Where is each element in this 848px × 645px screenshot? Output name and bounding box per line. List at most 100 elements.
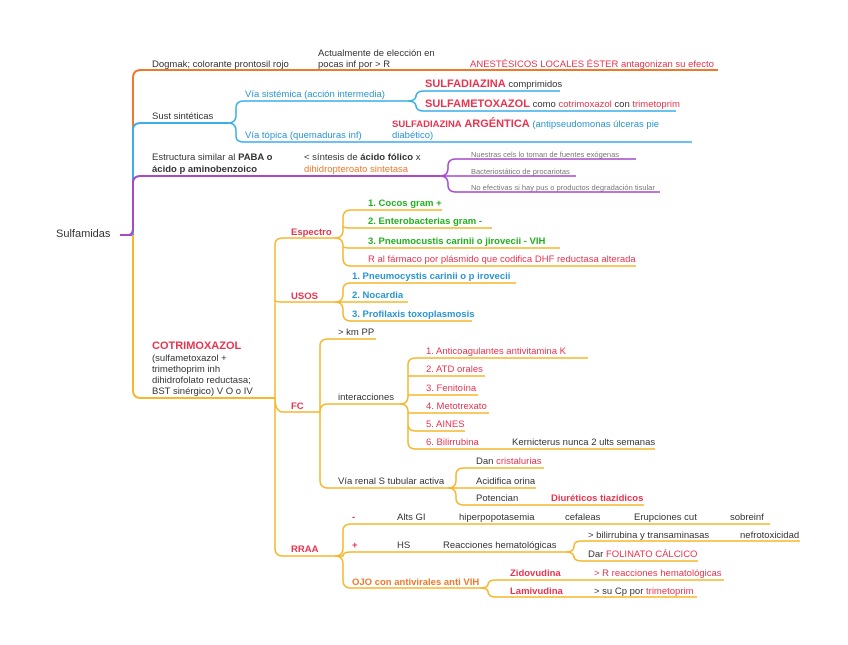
rraa-reacciones-hemat: Reacciones hematológicas [443,540,557,551]
renal-i3-line [447,487,644,506]
argentica-name1: SULFADIAZINA [392,119,462,130]
rraa-folinato: Dar FOLINATO CÁLCICO [588,549,697,560]
nota1-line [439,158,636,177]
interaccion-3: 3. Fenitoína [426,383,477,394]
sintesis-acido-folico: ácido fólico [360,152,414,163]
rraa-folinato-calcico: FOLINATO CÁLCICO [605,549,698,560]
rraa-nefrotoxicidad: nefrotoxicidad [740,530,800,541]
argentica-desc1: (antipseudomonas úlceras pie [532,119,660,130]
renal-diureticos: Diuréticos tiazídicos [551,493,644,504]
estructura-text: Estructura similar al [152,152,236,163]
sulfadiazina-comprimidos: comprimidos [508,79,563,90]
rraa-plus-line [335,551,566,557]
usos-item-1: 1. Pneumocystis carinii o p irovecii [352,271,511,282]
dogmak-label: Dogmak; colorante prontosil rojo [152,59,289,70]
ojo-lami-line [479,587,697,598]
renal-potencian: Potencian [476,493,519,504]
rraa-plus: + [352,540,358,551]
cotrimoxazol-title: COTRIMOXAZOL [152,340,242,352]
rraa-line [274,398,335,557]
fc-label: FC [291,401,304,412]
via1-line [227,100,408,124]
smx-line [407,100,676,112]
fc-via-renal: Vía renal S tubular activa [338,476,445,487]
rraa-hiperpotasemia: hiperpopotasemia [459,512,535,523]
via-topica-label: Vía tópica (quemaduras inf) [245,130,362,141]
renal-cristalurias-word: cristalurias [496,456,542,467]
interaccion-6: 6. Bilirrubina [426,437,479,448]
rraa-ojo-line [334,555,480,589]
rraa-alts-gi: Alts GI [397,512,426,523]
branch-cotri-line [132,235,275,399]
espectro-item-3: 3. Pneumocustis carinii o jirovecii - VI… [368,236,546,247]
usos-label: USOS [291,291,318,302]
via-sistemica-label: Vía sistémica (acción intermedia) [245,89,385,100]
sulfametoxazol-como: como [532,99,556,110]
esp-i4-line [342,246,636,267]
fc-inter-line [319,403,400,413]
cotrimoxazol-desc2: trimethoprim inh [152,364,221,375]
fc-pp: > km PP [338,327,375,338]
rraa-erupciones: Erupciones cut [634,512,697,523]
int-i5-line [399,403,465,432]
estructura-line1: Estructura similar al PABA o [152,152,272,163]
argentica-name2: ARGÉNTICA [464,118,530,130]
sust-sinteticas-label: Sust sintéticas [152,111,214,122]
usos-line [274,299,335,303]
lamivudina-trimetoprim: trimetoprim [646,586,694,597]
int-i6-line [407,425,655,450]
kernicterus-note: Kernicterus nunca 2 ults semanas [512,437,656,448]
sulfametoxazol-trimetoprim: trimetoprim [632,99,680,110]
via2-line [227,122,383,143]
plus-folinato-line [565,551,698,562]
renal-cristalurias: Dan cristalurias [476,456,541,467]
renal-acidifica: Acidifica orina [476,476,536,487]
renal-i1-line [447,467,544,489]
lamivudina-cp: > su Cp por [594,586,644,597]
rraa-label: RRAA [291,544,319,555]
renal-dan: Dan [476,456,494,467]
nota-no-efectivas: No efectivas si hay pus o productos degr… [471,183,655,192]
rraa-minus-line [334,523,770,557]
nota-bacteriostatico: Bacteriostático de procariotas [471,167,570,176]
sintesis-line1: < síntesis de ácido fólico x [304,152,420,163]
interaccion-4: 4. Metotrexato [426,401,487,412]
espectro-label: Espectro [291,227,332,238]
eleccion-line2: pocas inf por > R [318,59,391,70]
sintesis-x: x [415,152,421,163]
espectro-item-4: R al fármaco por plásmido que codifica D… [368,254,636,265]
argentica-item: SULFADIAZINA ARGÉNTICA (antipseudomonas … [392,118,660,131]
branch-sust-line [132,122,228,235]
usos-item-2: 2. Nocardia [352,290,404,301]
interaccion-5: 5. AINES [426,419,465,430]
sulfametoxazol-name: SULFAMETOXAZOL [425,98,530,110]
eleccion-line1: Actualmente de elección en [318,48,435,59]
esp-i2-line [342,225,492,229]
sintesis-text: < síntesis de [304,152,358,163]
rraa-bilirrubina: > bilirrubina y transaminasas [588,530,710,541]
sulfametoxazol-cotrimoxazol: cotrimoxazol [558,99,612,110]
estructura-paba: PABA o [238,152,273,163]
ojo-zido-line [479,579,724,589]
sintesis-enzima: dihidropteroato sintetasa [304,164,409,175]
fc-pp-line [319,338,376,413]
fc-interacciones: interacciones [338,392,394,403]
espectro-item-1: 1. Cocos gram + [368,198,442,209]
nota-fuentes-exogenas: Nuestras cels lo toman de fuentes exógen… [471,150,620,159]
root-node: Sulfamidas [56,228,111,240]
espectro-line [274,237,335,399]
argentica-desc2: diabético) [392,130,434,141]
zidovudina-label: Zidovudina [510,568,561,579]
nota3-line [439,175,660,193]
branch-dogmak-line [132,69,718,235]
rraa-dar: Dar [588,549,604,560]
branch-estructura-line [120,175,440,236]
cotrimoxazol-desc4: BST sinérgico) V O o IV [152,386,253,397]
usos-item-3: 3. Profilaxis toxoplasmosis [352,309,475,320]
estructura-line2: ácido p aminobenzoico [152,164,258,175]
rraa-hs: HS [397,540,411,551]
sfz-line [407,90,560,102]
int-i1-line [399,357,588,405]
